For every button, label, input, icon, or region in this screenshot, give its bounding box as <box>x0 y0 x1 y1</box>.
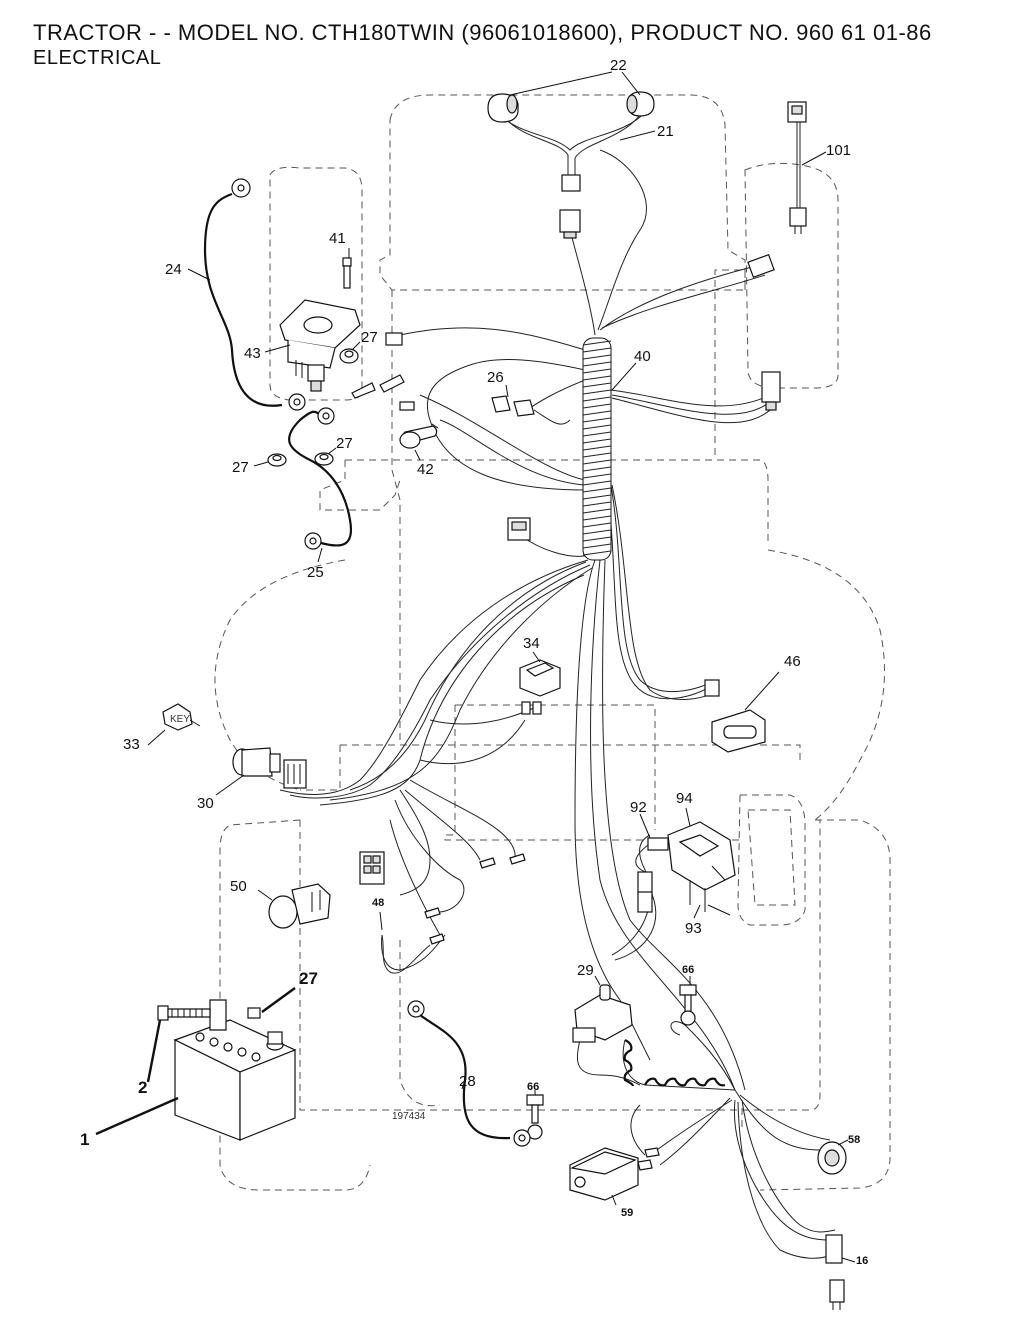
callout-92: 92 <box>630 799 647 816</box>
callout-40: 40 <box>634 348 651 365</box>
part-101-sensor <box>787 101 807 234</box>
callout-43: 43 <box>244 345 261 362</box>
nut-27-battery <box>247 1007 261 1019</box>
lead-48 <box>381 907 446 974</box>
solenoid-43 <box>279 299 361 392</box>
connectors-26 <box>491 395 571 425</box>
nut-27-upper <box>339 348 359 364</box>
connectors-right <box>747 253 781 411</box>
connector-block <box>359 851 385 885</box>
drawing-ref: 197434 <box>392 1111 426 1122</box>
wire-harness <box>279 149 836 1259</box>
harness-coil-lower <box>622 1039 736 1091</box>
boot-42 <box>399 423 439 449</box>
callout-27-right: 27 <box>336 435 353 452</box>
connector-front <box>559 209 581 239</box>
leader-lines <box>95 71 856 1263</box>
callout-101: 101 <box>826 142 851 159</box>
callout-66-upper: 66 <box>682 964 694 976</box>
page-title: TRACTOR - - MODEL NO. CTH180TWIN (960610… <box>33 20 932 45</box>
nuts-27-lower <box>267 452 334 467</box>
callout-16: 16 <box>856 1255 868 1267</box>
bolt-41 <box>342 257 352 289</box>
pto-switch-50 <box>268 883 331 929</box>
bolt-66-upper <box>679 984 697 1026</box>
callout-94: 94 <box>676 790 693 807</box>
callout-66-lower: 66 <box>527 1081 539 1093</box>
module-59 <box>569 1147 660 1201</box>
page-subtitle: ELECTRICAL <box>33 47 162 69</box>
headlights-22 <box>487 91 655 192</box>
callout-33: 33 <box>123 736 140 753</box>
terminals-upper <box>351 332 415 411</box>
callout-1: 1 <box>80 1130 89 1149</box>
callout-93: 93 <box>685 920 702 937</box>
callout-46: 46 <box>784 653 801 670</box>
callout-41: 41 <box>329 230 346 247</box>
callout-26: 26 <box>487 369 504 386</box>
terminals-lower <box>479 853 526 869</box>
switch-34 <box>519 659 561 715</box>
svg-text:KEY: KEY <box>170 714 190 725</box>
connector-mid <box>507 517 531 541</box>
callout-28: 28 <box>459 1073 476 1090</box>
callout-50: 50 <box>230 878 247 895</box>
callout-27-upper: 27 <box>361 329 378 346</box>
callout-2: 2 <box>138 1078 147 1097</box>
callout-25: 25 <box>307 564 324 581</box>
callout-22: 22 <box>610 57 627 74</box>
callout-27-battery: 27 <box>299 969 318 988</box>
connector-16 <box>825 1234 845 1310</box>
tractor-outline <box>214 94 891 1191</box>
switch-46 <box>704 679 766 753</box>
cable-24 <box>203 178 306 411</box>
switch-29 <box>572 984 633 1043</box>
callout-24: 24 <box>165 261 182 278</box>
connectors-92 <box>635 837 669 913</box>
callout-21: 21 <box>657 123 674 140</box>
callout-42: 42 <box>417 461 434 478</box>
callout-48: 48 <box>372 897 384 909</box>
ignition-30 <box>232 747 307 789</box>
grommet-58 <box>817 1141 847 1175</box>
key-33: KEY <box>162 703 201 731</box>
callout-58: 58 <box>848 1134 860 1146</box>
callout-labels: 22 21 101 41 24 43 27 27 27 42 26 40 25 … <box>80 57 868 1267</box>
callout-29: 29 <box>577 962 594 979</box>
battery-1 <box>173 999 297 1141</box>
callout-34: 34 <box>523 635 540 652</box>
switch-94 <box>667 821 736 916</box>
harness-coil-40 <box>582 337 612 561</box>
cable-25 <box>288 407 353 550</box>
callout-59: 59 <box>621 1207 633 1219</box>
callout-30: 30 <box>197 795 214 812</box>
bolt-2 <box>157 1005 211 1021</box>
callout-27-left: 27 <box>232 459 249 476</box>
bolt-66-lower <box>526 1094 544 1140</box>
